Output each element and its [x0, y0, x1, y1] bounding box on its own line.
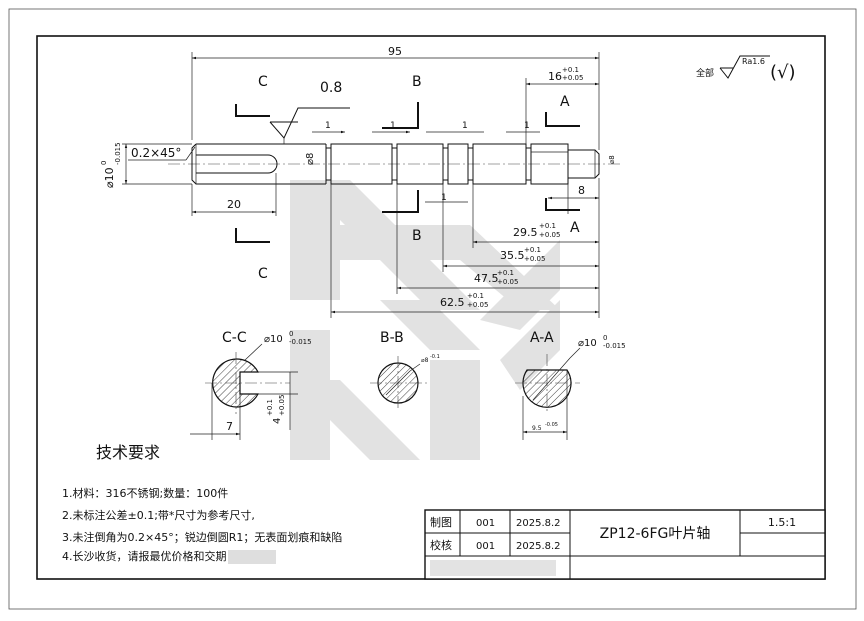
tb-row2-date: 2025.8.2: [516, 541, 561, 552]
section-c-top: C: [258, 74, 268, 90]
dim-47-lower: +0.05: [497, 278, 518, 286]
section-bb-label: B-B: [380, 330, 404, 346]
section-bb: B-B ⌀8 -0.1: [370, 330, 440, 410]
dim-chain: 29.5 +0.1 +0.05 35.5 +0.1 +0.05 47.5 +0.…: [330, 178, 600, 318]
dim-right-step: 16 +0.1 +0.05: [525, 66, 599, 144]
section-cc: C-C 7 ⌀10 0 -0.015 4 +0.1 +0.05: [190, 330, 312, 440]
section-cc-dia-lower: -0.015: [289, 338, 312, 346]
section-aa: A-A ⌀10 0 -0.015 9.5 -0.05: [515, 330, 626, 440]
section-cc-dia-upper: 0: [289, 330, 293, 338]
left-diameter-lower: -0.015: [114, 142, 122, 165]
dim-62-lower: +0.05: [467, 301, 488, 309]
groove-diameter-label: ⌀8: [305, 153, 316, 165]
dim-35-value: 35.5: [500, 249, 525, 262]
dim-35-lower: +0.05: [524, 255, 545, 263]
tb-row1-num: 001: [476, 518, 495, 529]
section-cc-dia: ⌀10: [264, 334, 283, 345]
groove-width-marks: 1 1 1 1 1: [312, 121, 540, 203]
requirement-4: 4.长沙收货，请报最优价格和交期：: [62, 549, 238, 563]
surface-finish-callout: 0.8: [269, 80, 350, 144]
technical-requirements: 技术要求 1.材料：316不锈钢;数量：100件 2.未标注公差±0.1;带*尺…: [62, 443, 342, 564]
section-cc-label: C-C: [222, 330, 247, 346]
dim-29-value: 29.5: [513, 226, 538, 239]
dim-29-upper: +0.1: [539, 222, 556, 230]
section-a-bottom: A: [570, 220, 580, 236]
redacted-row3: [430, 560, 556, 576]
tb-scale: 1.5:1: [768, 516, 796, 529]
dim-flat-length: 20: [191, 173, 277, 216]
right-step-value: 16: [548, 70, 562, 83]
section-cc-slot-lower: +0.05: [278, 395, 286, 416]
section-aa-bottom: 9.5: [532, 425, 542, 432]
dim-35-upper: +0.1: [524, 246, 541, 254]
section-c-bottom: C: [258, 266, 268, 282]
section-aa-dia-lower: -0.015: [603, 342, 626, 350]
roughness-symbol: 全部 Ra1.6 (√): [696, 55, 796, 83]
dim-47-upper: +0.1: [497, 269, 514, 277]
watermark-logo: [290, 180, 560, 460]
requirement-1: 1.材料：316不锈钢;数量：100件: [62, 486, 228, 500]
section-aa-dia-upper: 0: [603, 334, 607, 342]
groove-width-2: 1: [390, 121, 396, 131]
groove-width-4: 1: [524, 121, 530, 131]
section-aa-label: A-A: [530, 330, 554, 346]
left-diameter-upper: 0: [100, 161, 108, 165]
groove-width-3: 1: [462, 121, 468, 131]
right-end-value: 8: [578, 184, 585, 197]
chamfer-callout: 0.2×45°: [128, 146, 196, 161]
dim-29-lower: +0.05: [539, 231, 560, 239]
section-a-top: A: [560, 94, 570, 110]
tb-row1-date: 2025.8.2: [516, 518, 561, 529]
right-step-upper: +0.1: [562, 66, 579, 74]
roughness-value: Ra1.6: [742, 57, 765, 66]
requirement-2: 2.未标注公差±0.1;带*尺寸为参考尺寸,: [62, 508, 255, 522]
tb-row2-label: 校核: [430, 538, 452, 552]
chamfer-value: 0.2×45°: [131, 146, 181, 160]
groove-width-1: 1: [325, 121, 331, 131]
dim-62-upper: +0.1: [467, 292, 484, 300]
right-end-dia-label: ⌀8: [608, 155, 616, 164]
shaft-main-view: ⌀8 ⌀8: [168, 143, 620, 185]
redacted-contact: [228, 550, 276, 564]
section-cc-width: 7: [226, 420, 233, 433]
groove-width-5: 1: [441, 193, 447, 203]
tb-part-name: ZP12-6FG叶片轴: [600, 526, 711, 542]
right-step-lower: +0.05: [562, 74, 583, 82]
roughness-check: (√): [770, 62, 796, 83]
requirements-title: 技术要求: [96, 443, 160, 462]
outer-border: [8, 8, 857, 610]
dim-47-value: 47.5: [474, 272, 499, 285]
flat-length-value: 20: [227, 198, 241, 211]
surface-callout-value: 0.8: [320, 80, 342, 96]
tb-row1-label: 制图: [430, 516, 452, 529]
overall-length-value: 95: [388, 45, 402, 58]
section-bb-dia: ⌀8: [421, 357, 429, 364]
section-bb-dia-tol: -0.1: [430, 354, 440, 360]
section-markers: C C B B A A: [235, 74, 580, 282]
section-aa-dia: ⌀10: [578, 338, 597, 349]
section-aa-bottom-tol: -0.05: [545, 422, 558, 428]
left-diameter-value: ⌀10: [103, 167, 116, 188]
section-b-top: B: [412, 74, 422, 90]
section-cc-slot: 4: [272, 418, 283, 424]
title-block: 制图 001 2025.8.2 校核 001 2025.8.2 ZP12-6FG…: [424, 509, 826, 580]
dim-62-value: 62.5: [440, 296, 465, 309]
requirement-3: 3.未注倒角为0.2×45°；锐边倒圆R1；无表面划痕和缺陷: [62, 530, 342, 544]
left-diameter-callout: ⌀10 0 -0.015: [100, 142, 192, 188]
dim-overall-length: 95: [191, 45, 600, 150]
section-cc-slot-upper: +0.1: [266, 399, 274, 416]
section-b-bottom: B: [412, 228, 422, 244]
roughness-prefix: 全部: [696, 67, 714, 79]
tb-row2-num: 001: [476, 541, 495, 552]
